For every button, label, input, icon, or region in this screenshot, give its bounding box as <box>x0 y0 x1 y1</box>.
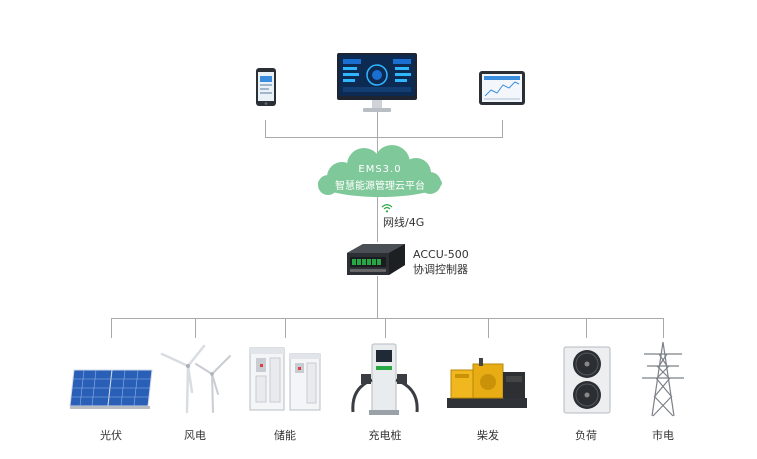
drop-storage <box>285 318 286 338</box>
cloud-platform: EMS3.0 智慧能源管理云平台 <box>312 145 448 199</box>
diesel-generator-icon <box>447 358 527 408</box>
label-load: 负荷 <box>575 429 597 442</box>
label-diesel: 柴发 <box>477 429 499 442</box>
monitor-drop-line <box>377 112 378 154</box>
label-pv: 光伏 <box>100 429 122 442</box>
label-storage: 储能 <box>274 429 296 442</box>
drop-grid <box>663 318 664 338</box>
bottom-bus-line <box>111 318 663 319</box>
drop-load <box>586 318 587 338</box>
monitor-icon <box>337 53 417 112</box>
energy-storage-icon <box>249 347 321 411</box>
drop-pv <box>111 318 112 338</box>
drop-diesel <box>488 318 489 338</box>
cloud-subtitle: 智慧能源管理云平台 <box>335 181 425 192</box>
wind-turbine-icon <box>160 344 231 414</box>
drop-wind <box>195 318 196 338</box>
load-ac-unit-icon <box>563 346 611 414</box>
network-label: 网线/4G <box>383 216 425 229</box>
label-grid: 市电 <box>652 429 674 442</box>
smartphone-icon <box>256 68 276 106</box>
wifi-icon <box>381 204 393 213</box>
charging-pile-icon <box>351 343 419 415</box>
label-wind: 风电 <box>184 429 206 442</box>
tablet-drop-line <box>502 120 503 138</box>
top-bus-line <box>265 137 503 138</box>
controller-device <box>347 244 405 275</box>
cloud-icon <box>318 145 442 197</box>
cloud-to-controller-line <box>377 194 378 242</box>
drop-charging-pile <box>385 318 386 338</box>
controller-name: 协调控制器 <box>413 263 468 276</box>
controller-to-bus-line <box>377 276 378 318</box>
tablet-icon <box>479 71 525 105</box>
controller-model: ACCU-500 <box>413 248 469 261</box>
power-tower-icon <box>642 341 684 417</box>
cloud-title: EMS3.0 <box>358 164 402 175</box>
label-charging-pile: 充电桩 <box>368 429 402 442</box>
solar-panel-icon <box>69 369 153 409</box>
phone-drop-line <box>265 120 266 138</box>
